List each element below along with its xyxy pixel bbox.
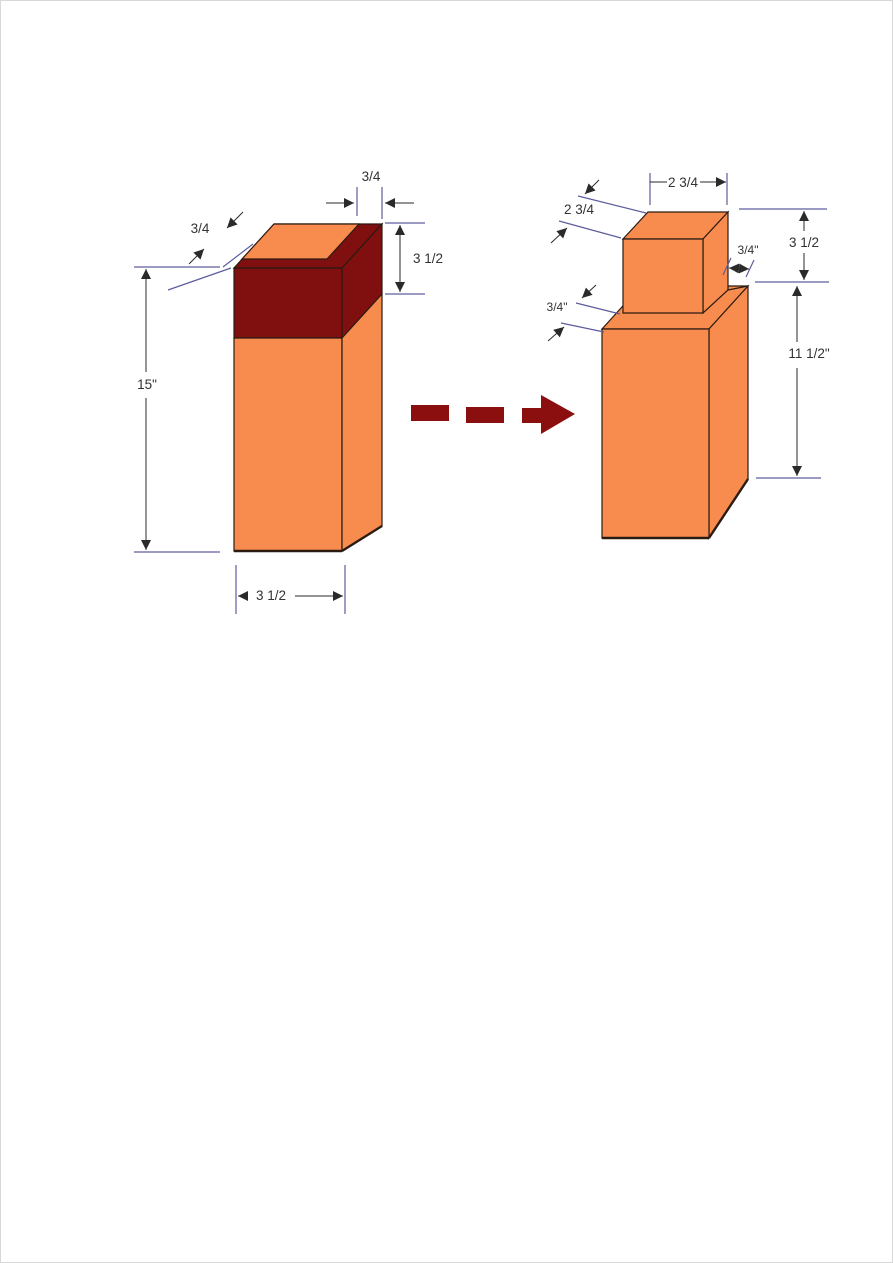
after-bottom-side-edge	[707, 478, 750, 539]
leader-line	[222, 243, 254, 268]
arrow-dash	[411, 405, 449, 421]
transform-arrow	[411, 395, 575, 434]
dim-line	[728, 263, 750, 274]
after-step-edge	[727, 285, 749, 291]
dim-label-waste-height: 3 1/2	[413, 251, 443, 266]
after-body-front-face	[601, 328, 710, 539]
after-body-side-face	[708, 284, 749, 540]
before-top-face-tenon	[240, 223, 361, 260]
leader-line	[575, 302, 621, 315]
leader-arrow	[581, 284, 597, 299]
leader-line	[577, 195, 647, 214]
leader-arrow	[547, 326, 565, 342]
after-tenon-front-face	[622, 238, 704, 314]
dim-label-waste-front-offset: 3/4	[191, 221, 210, 236]
before-annotations: 3/4 3/4 3 1/2 15" 3 1/2	[134, 169, 443, 614]
leader-arrow	[188, 248, 205, 265]
dim-label-waste-side-offset: 3/4	[362, 169, 381, 184]
after-block	[600, 210, 750, 540]
before-bottom-side-edge	[341, 524, 383, 553]
ext-tick	[722, 257, 732, 276]
arrow-dash	[522, 408, 542, 423]
dim-label-front-shoulder: 3/4"	[547, 300, 568, 314]
leader-arrow	[584, 179, 600, 195]
leader-arrow	[550, 227, 568, 244]
arrow-dash	[466, 407, 504, 423]
dim-label-total-height: 15"	[137, 377, 157, 392]
before-front-face	[233, 337, 343, 552]
ext-tick	[745, 259, 755, 278]
leader-line	[560, 322, 605, 333]
dim-label-post-width: 3 1/2	[256, 588, 286, 603]
dim-label-side-shoulder: 3/4"	[738, 243, 759, 257]
arrow-head	[541, 395, 575, 434]
dim-label-tenon-depth: 2 3/4	[564, 202, 595, 217]
dim-label-body-height: 11 1/2"	[788, 346, 830, 361]
leader-line	[558, 220, 622, 239]
before-front-face-waste	[233, 267, 343, 339]
dim-label-tenon-width: 2 3/4	[668, 175, 699, 190]
leader-arrow	[226, 211, 244, 229]
after-annotations: 2 3/4 2 3/4 3/4" 3/4" 3 1/2 11 1/2"	[547, 173, 830, 479]
dim-label-tenon-height: 3 1/2	[789, 235, 819, 250]
before-block	[232, 222, 384, 553]
before-side-face	[341, 292, 383, 553]
leader-line	[167, 267, 232, 291]
